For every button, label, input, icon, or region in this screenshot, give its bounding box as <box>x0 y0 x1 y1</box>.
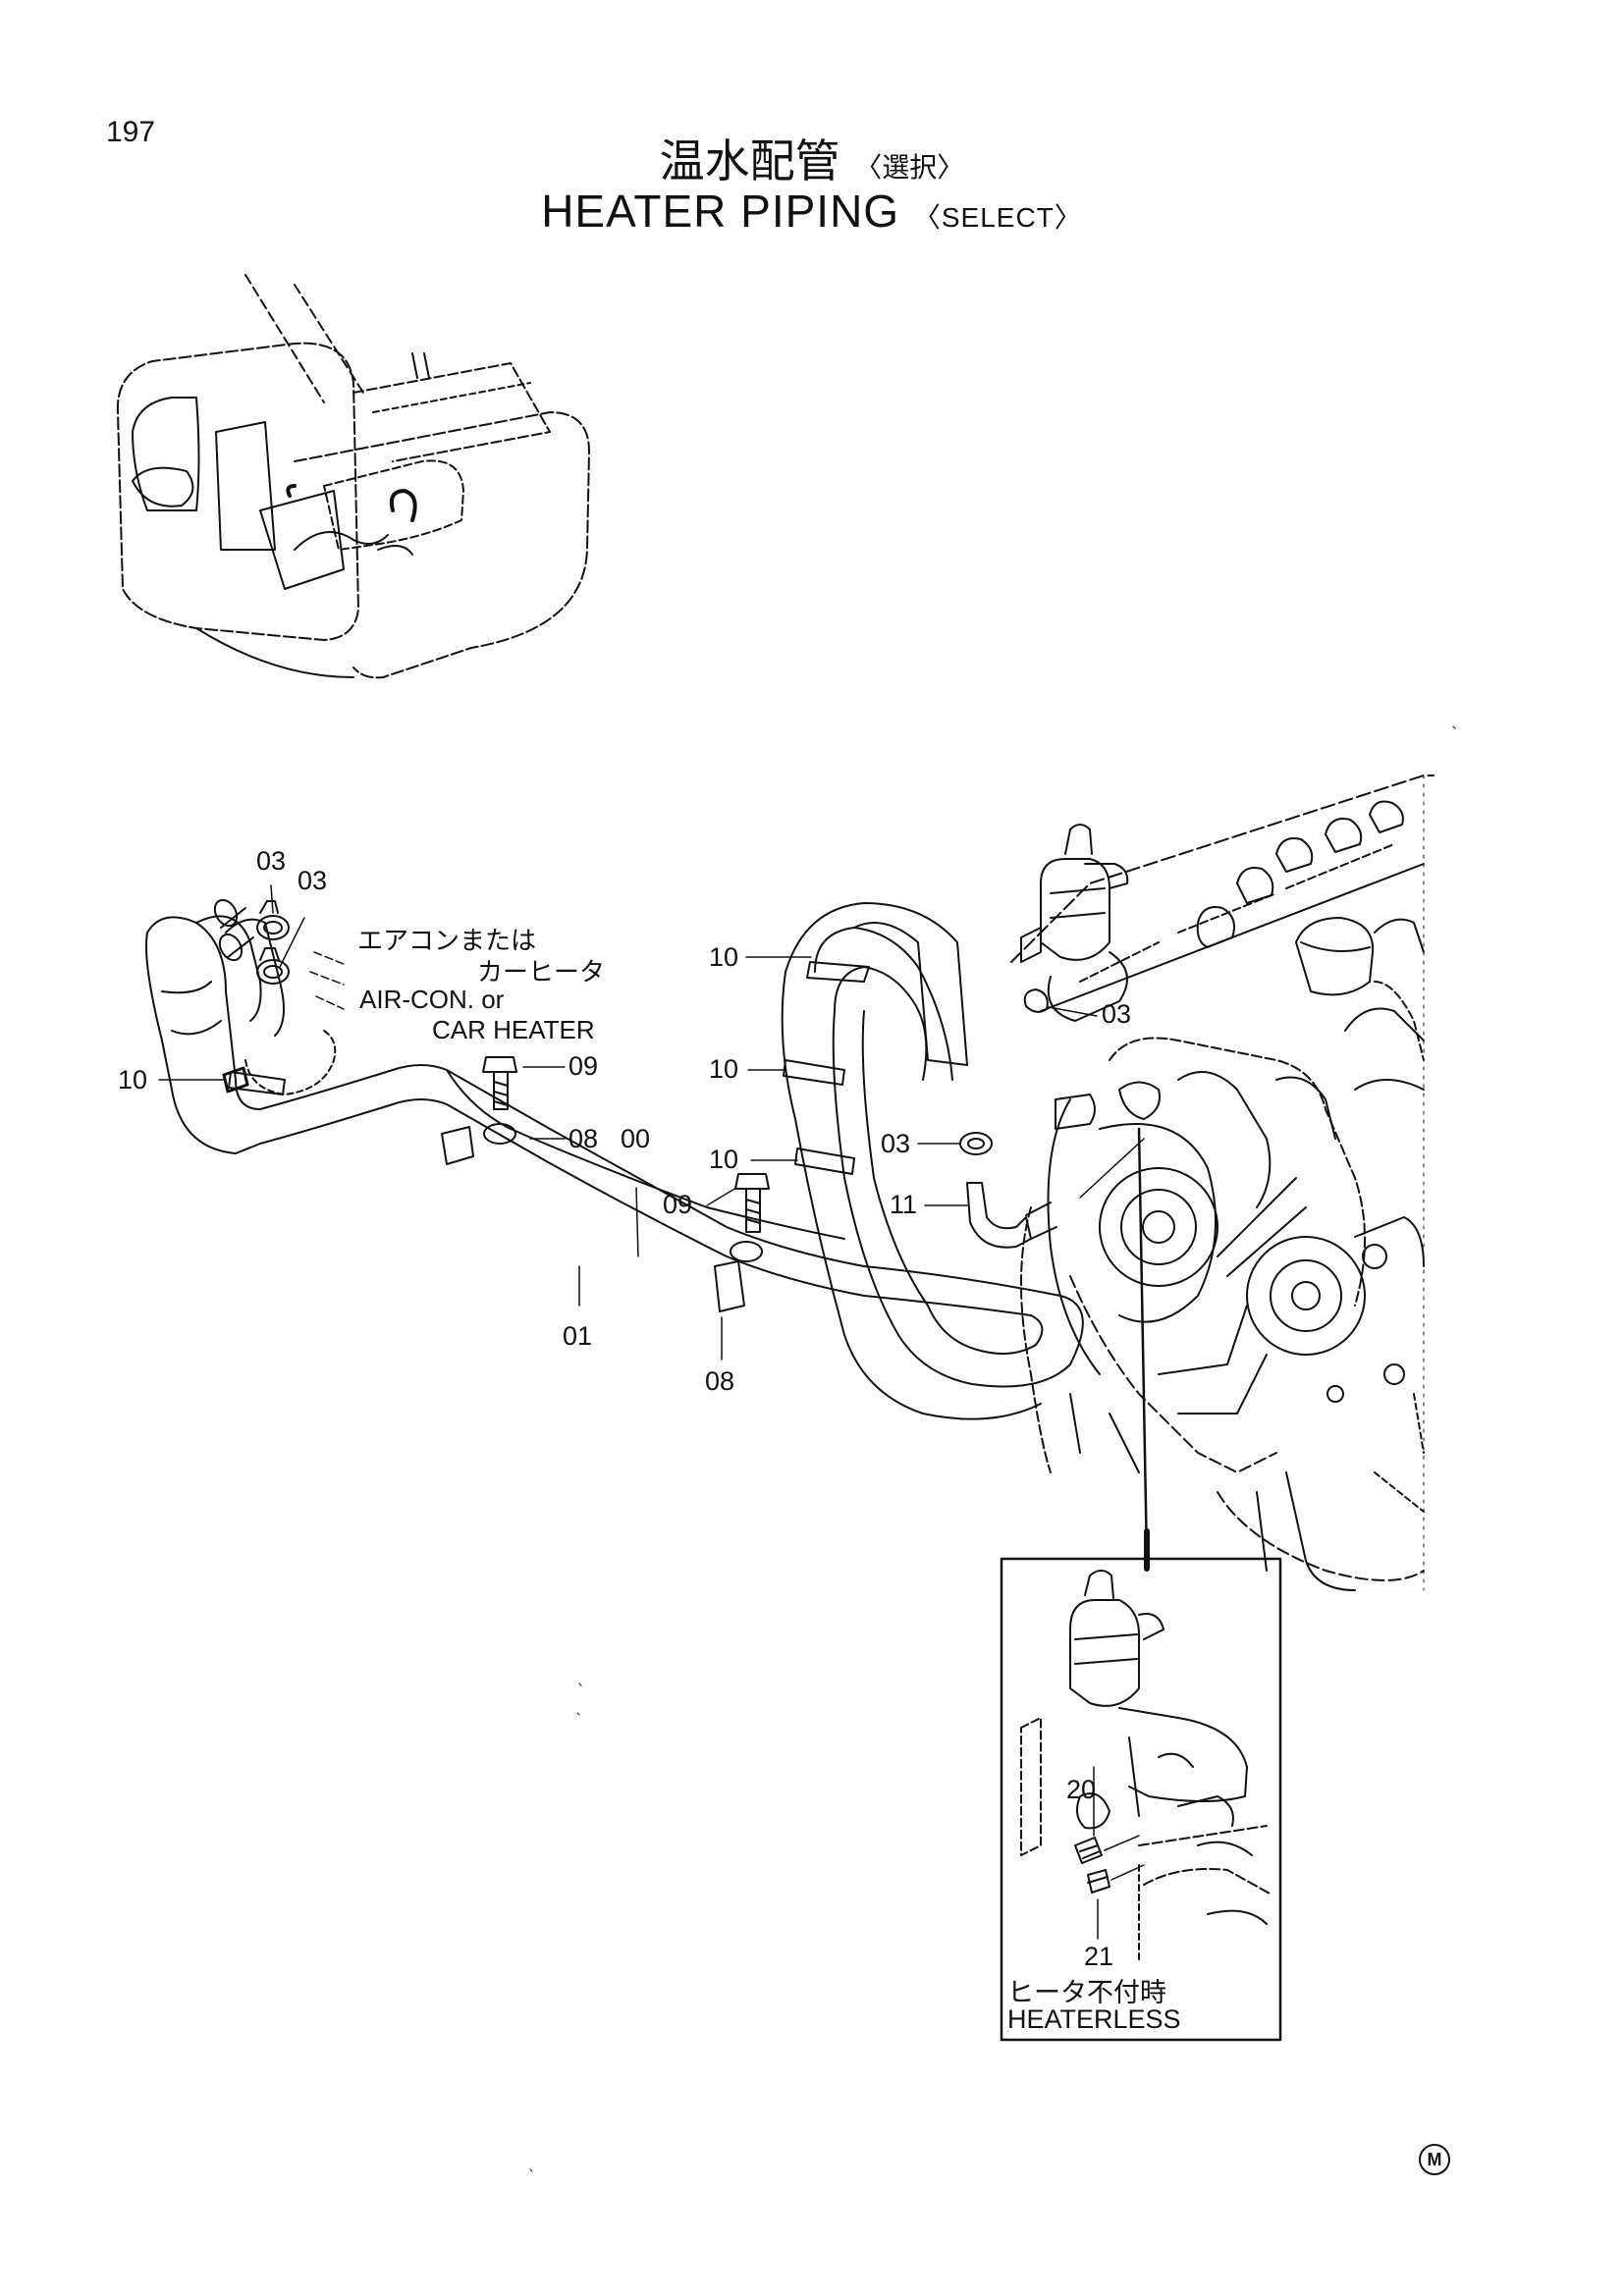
title-en-select: 〈SELECT〉 <box>912 202 1083 233</box>
scan-specks <box>529 725 1456 2172</box>
callout-10-left: 10 <box>118 1065 148 1095</box>
heater-hoses <box>145 898 1084 1420</box>
callout-10-lower: 10 <box>709 1145 739 1174</box>
callout-03-engine-top: 03 <box>1102 999 1132 1029</box>
title-jp-text: 温水配管 <box>659 134 840 187</box>
callout-03-engine-clamp: 03 <box>881 1129 911 1158</box>
title-jp-select: 〈選択〉 <box>854 151 965 184</box>
callout-10-upper: 10 <box>709 942 739 972</box>
page-number: 197 <box>106 116 156 148</box>
callout-09-lower: 09 <box>663 1190 693 1219</box>
circled-m-mark: M <box>1419 2144 1450 2175</box>
callout-20: 20 <box>1066 1775 1097 1804</box>
callout-21: 21 <box>1084 1942 1114 1971</box>
note-en-line1: AIR-CON. or <box>359 985 505 1014</box>
title-japanese: 温水配管 〈選択〉 <box>0 126 1624 190</box>
machine-overview-illustration <box>116 274 590 679</box>
callout-01: 01 <box>563 1321 593 1351</box>
water-pump-and-pulleys <box>1047 1098 1425 1415</box>
heaterless-inset <box>1000 1557 1282 2042</box>
note-jp-line2: カーヒータ <box>477 958 606 988</box>
cylinder-head-bosses <box>1196 800 1425 996</box>
note-jp-line1: エアコンまたは <box>357 927 537 956</box>
engine-illustration <box>1010 774 1435 1591</box>
note-en-line2: CAR HEATER <box>432 1015 595 1044</box>
callout-11: 11 <box>890 1190 918 1219</box>
callout-10-middle: 10 <box>709 1054 739 1084</box>
leader-lines <box>158 884 1150 1572</box>
callout-00: 00 <box>621 1124 651 1153</box>
inset-caption-jp: ヒータ不付時 <box>1007 1978 1166 2008</box>
callout-03-clamp-lower: 03 <box>298 866 328 895</box>
title-english: HEATER PIPING 〈SELECT〉 <box>0 185 1624 238</box>
callout-09-upper: 09 <box>568 1051 599 1081</box>
inset-caption-en: HEATERLESS <box>1007 2004 1181 2034</box>
hose-clamps <box>222 900 1057 1312</box>
callout-08-upper: 08 <box>568 1124 599 1153</box>
callout-03-clamp-upper: 03 <box>256 846 287 876</box>
title-en-text: HEATER PIPING <box>541 186 900 237</box>
callout-08-lower: 08 <box>705 1366 735 1396</box>
